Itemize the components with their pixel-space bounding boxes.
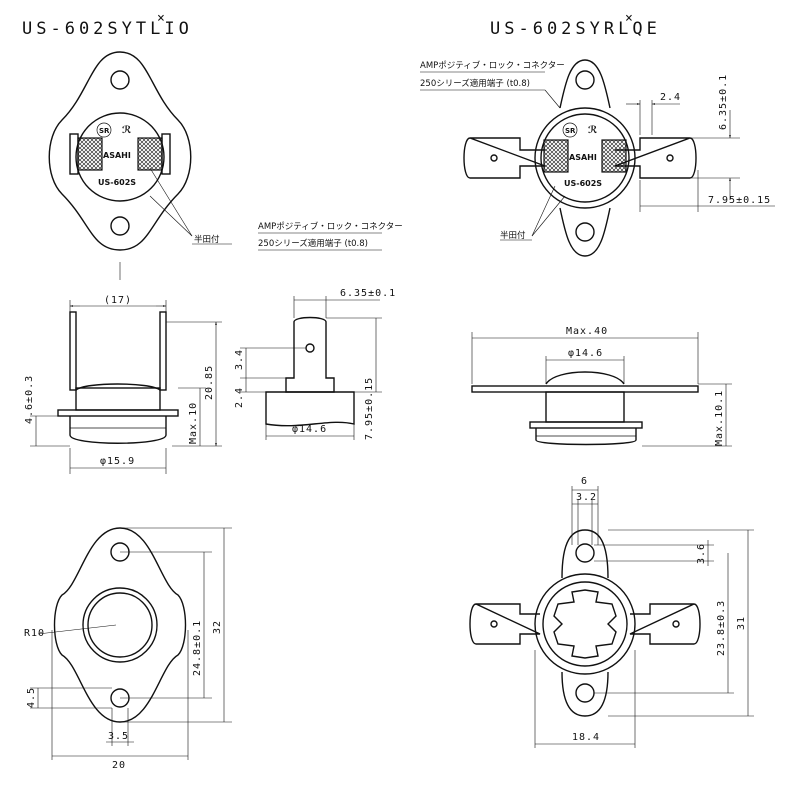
connector-note-left-2: 250シリーズ適用端子 (t0.8) (258, 238, 368, 249)
bottom-view-right: 6 3.2 3.6 23.8±0.3 31 18.4 (469, 476, 754, 748)
brand-mark-left: ASAHI (103, 151, 131, 160)
dim-3-2: 3.2 (576, 492, 597, 503)
dim-dia-14-6-left: φ14.6 (292, 424, 327, 435)
model-mark-right: US-602S (564, 179, 602, 188)
solder-note-left: 半田付 (194, 234, 220, 245)
dim-18-4: 18.4 (572, 732, 600, 743)
dim-dia-14-6-right: φ14.6 (568, 348, 603, 359)
svg-text:SR: SR (565, 127, 576, 135)
title-right: US-602SYRLQE × (490, 11, 661, 39)
dim-dia-15-9: φ15.9 (100, 456, 135, 467)
mounting-hole-bottom (110, 216, 130, 236)
dim-6: 6 (581, 476, 588, 487)
dim-3-6: 3.6 (696, 543, 707, 564)
dim-17: (17) (104, 295, 132, 306)
mounting-hole-top (110, 70, 130, 90)
title-right-text: US-602SYRLQE (490, 19, 661, 39)
side-view-left: (17) 20.85 Max.10 4.6±0.3 φ15.9 (24, 295, 222, 474)
dim-max-40: Max.40 (566, 326, 608, 337)
title-left-mark: × (157, 11, 169, 26)
sr-mark-icon (96, 122, 112, 138)
sr-mark-icon-right (562, 122, 578, 138)
dim-max-10: Max.10 (188, 402, 199, 444)
dim-23-8: 23.8±0.3 (716, 600, 727, 656)
solder-tab-left (77, 137, 103, 171)
dim-31: 31 (736, 616, 747, 630)
dim-r10: R10 (24, 628, 45, 639)
bottom-view-left: R10 24.8±0.1 32 4.5 3.5 20 (24, 527, 232, 771)
dim-2-4-left: 2.4 (234, 387, 245, 408)
connector-note-right-2: 250シリーズ適用端子 (t0.8) (420, 78, 530, 89)
cap-outline (75, 112, 165, 202)
dim-max-10-1: Max.10.1 (714, 390, 725, 446)
contact-left (543, 139, 569, 173)
dim-6-35-right: 6.35±0.1 (718, 74, 729, 130)
dim-24-8: 24.8±0.1 (192, 620, 203, 676)
dim-4-5: 4.5 (26, 687, 37, 708)
dim-7-95-right: 7.95±0.15 (708, 195, 771, 206)
top-left-view: SR ℛ ASAHI US-602S 半田付 (48, 51, 232, 280)
svg-text:SR: SR (99, 127, 110, 135)
ul-mark-icon-right: ℛ (588, 125, 597, 136)
top-right-view: SR ℛ ASAHI US-602S AMPポジティブ・ロック・コネクター 25… (420, 59, 775, 257)
connector-note-right-1: AMPポジティブ・ロック・コネクター (420, 60, 565, 71)
dim-7-95-left: 7.95±0.15 (364, 377, 375, 440)
solder-tab-right (137, 137, 163, 171)
brand-mark-right: ASAHI (569, 153, 597, 162)
model-mark-left: US-602S (98, 178, 136, 187)
mounting-hole-bottom-right (575, 222, 595, 242)
dim-32: 32 (212, 620, 223, 634)
solder-note-right: 半田付 (500, 230, 526, 241)
title-left-text: US-602SYTLIO (22, 19, 193, 39)
dim-6-35-left: 6.35±0.1 (340, 288, 396, 299)
connector-note-left-1: AMPポジティブ・ロック・コネクター (258, 221, 403, 232)
title-right-mark: × (625, 11, 637, 26)
ul-mark-icon: ℛ (122, 125, 131, 136)
dim-3-5: 3.5 (108, 731, 129, 742)
dim-4-6: 4.6±0.3 (24, 375, 35, 424)
mounting-hole-top-right (575, 70, 595, 90)
dim-20-85: 20.85 (204, 365, 215, 400)
contact-right (601, 139, 627, 173)
dim-2-4-right: 2.4 (660, 92, 681, 103)
terminal-detail: AMPポジティブ・ロック・コネクター 250シリーズ適用端子 (t0.8) 6.… (234, 221, 403, 440)
title-left: US-602SYTLIO × (22, 11, 193, 39)
dim-20: 20 (112, 760, 126, 771)
dim-3-4-left: 3.4 (234, 349, 245, 370)
side-view-right: Max.40 φ14.6 Max.10.1 (471, 326, 732, 447)
